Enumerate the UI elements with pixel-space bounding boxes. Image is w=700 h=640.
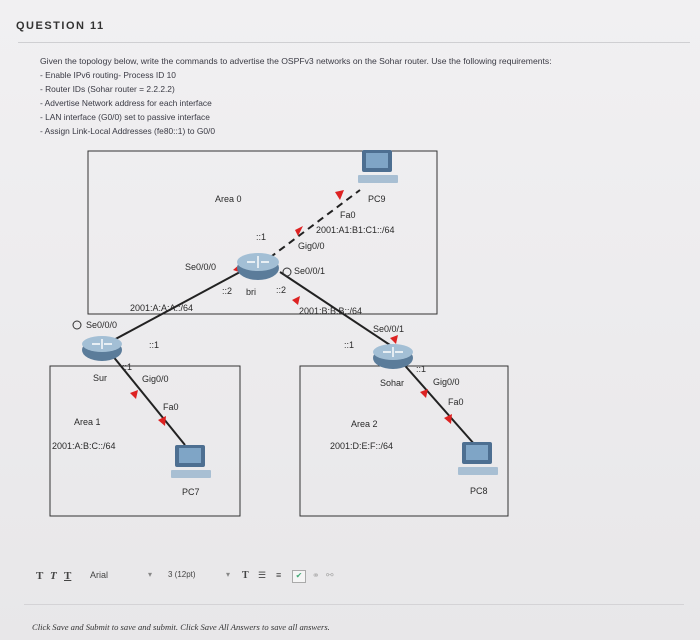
requirement-4: - LAN interface (G0/0) set to passive in… [40, 112, 210, 122]
net-right-label: 2001:B:B:B::/64 [299, 306, 363, 316]
pc9-icon [358, 150, 398, 183]
fa0-top-label: Fa0 [340, 210, 356, 220]
link-sur-pc7 [111, 354, 186, 446]
link-bri-pc9 [259, 189, 361, 266]
net-top-label: 2001:A1:B1:C1::/64 [316, 225, 395, 235]
two-right-label: ::2 [276, 285, 287, 295]
gig-sohar-label: Gig0/0 [433, 377, 460, 387]
requirement-2: - Router IDs (Sohar router = 2.2.2.2) [40, 84, 175, 94]
bold-button[interactable]: T [36, 570, 44, 582]
underline-button[interactable]: T [64, 570, 72, 582]
pc9-label: PC9 [368, 194, 386, 204]
arrow-fa0-sohar [444, 414, 452, 424]
arrow-gig-sur [130, 390, 138, 399]
text-color-icon[interactable]: T [242, 570, 249, 581]
one-top-label: ::1 [256, 232, 267, 242]
pc7-icon [171, 445, 211, 478]
gig-sur-label: Gig0/0 [142, 374, 169, 384]
numbered-list-icon[interactable]: ≡ [276, 570, 282, 580]
prompt-text: Given the topology below, write the comm… [40, 56, 552, 66]
fa0-sur-label: Fa0 [163, 402, 179, 412]
pc8-icon [458, 442, 498, 475]
arrow-se001-sohar [390, 335, 398, 344]
se000-mid-label: Se0/0/0 [185, 262, 217, 272]
arrow-fa0-sur [158, 416, 166, 426]
se001-sohar-label: Se0/0/1 [373, 324, 405, 334]
requirement-1: - Enable IPv6 routing- Process ID 10 [40, 70, 176, 80]
bullet-list-icon[interactable]: ☰ [258, 570, 267, 580]
link-sohar-pc8 [399, 359, 476, 446]
area2-label: Area 2 [351, 419, 378, 429]
arrow-gig-top [295, 226, 303, 236]
router-bri-icon [237, 253, 279, 280]
size-dropdown-chevron-icon[interactable]: ▾ [226, 570, 231, 579]
two-left-label: ::2 [222, 286, 233, 296]
font-size-select[interactable]: 3 (12pt) [168, 570, 196, 579]
area0-box [87, 150, 438, 315]
pc8-label: PC8 [470, 486, 488, 496]
se000-sur-label: Se0/0/0 [86, 320, 118, 330]
fa0-sohar-label: Fa0 [448, 397, 464, 407]
arrow-fa0-top [335, 190, 344, 200]
one-sur-b-label: ::1 [122, 362, 133, 372]
area1-label: Area 1 [74, 417, 101, 427]
router-sohar-label: Sohar [380, 378, 405, 388]
arrow-two-right [292, 296, 300, 305]
one-sohar-a-label: ::1 [344, 340, 355, 350]
requirement-3: - Advertise Network address for each int… [40, 98, 212, 108]
one-sur-a-label: ::1 [149, 340, 160, 350]
clock-icon-bri [282, 267, 292, 277]
editor-toolbar: T T T Arial ▾ 3 (12pt) ▾ T ☰ ≡ ✔ ⚭ ⚯ [20, 566, 680, 590]
one-sohar-b-label: ::1 [416, 364, 427, 374]
special-characters-icon[interactable]: ✔ [292, 570, 306, 583]
net-left-label: 2001:A:A:A::/64 [130, 303, 194, 313]
link-icon[interactable]: ⚭ [312, 570, 320, 580]
footer-instructions: Click Save and Submit to save and submit… [32, 622, 330, 632]
router-sur-label: Sur [93, 373, 108, 383]
question-title: QUESTION 11 [16, 20, 105, 32]
unlink-icon[interactable]: ⚯ [326, 570, 334, 580]
area0-label: Area 0 [215, 194, 242, 204]
link-bri-sohar [279, 271, 391, 346]
gig-top-label: Gig0/0 [298, 241, 325, 251]
router-sohar-icon [373, 344, 413, 369]
requirement-5: - Assign Link-Local Addresses (fe80::1) … [40, 126, 216, 136]
area1-box [49, 365, 241, 517]
font-family-select[interactable]: Arial [90, 570, 109, 580]
net-area1-label: 2001:A:B:C::/64 [52, 441, 116, 451]
se001-mid-label: Se0/0/1 [294, 266, 326, 276]
link-bri-sur [109, 271, 241, 343]
clock-icon-sur [72, 320, 82, 330]
footer-divider [24, 604, 684, 605]
italic-button[interactable]: T [50, 570, 57, 582]
question-header [18, 18, 690, 43]
font-dropdown-chevron-icon[interactable]: ▾ [148, 570, 153, 579]
net-area2-label: 2001:D:E:F::/64 [330, 441, 394, 451]
pc7-label: PC7 [182, 487, 200, 497]
bri-label: bri [246, 287, 257, 297]
arrow-gig-sohar [420, 389, 428, 398]
router-sur-icon [82, 336, 122, 361]
